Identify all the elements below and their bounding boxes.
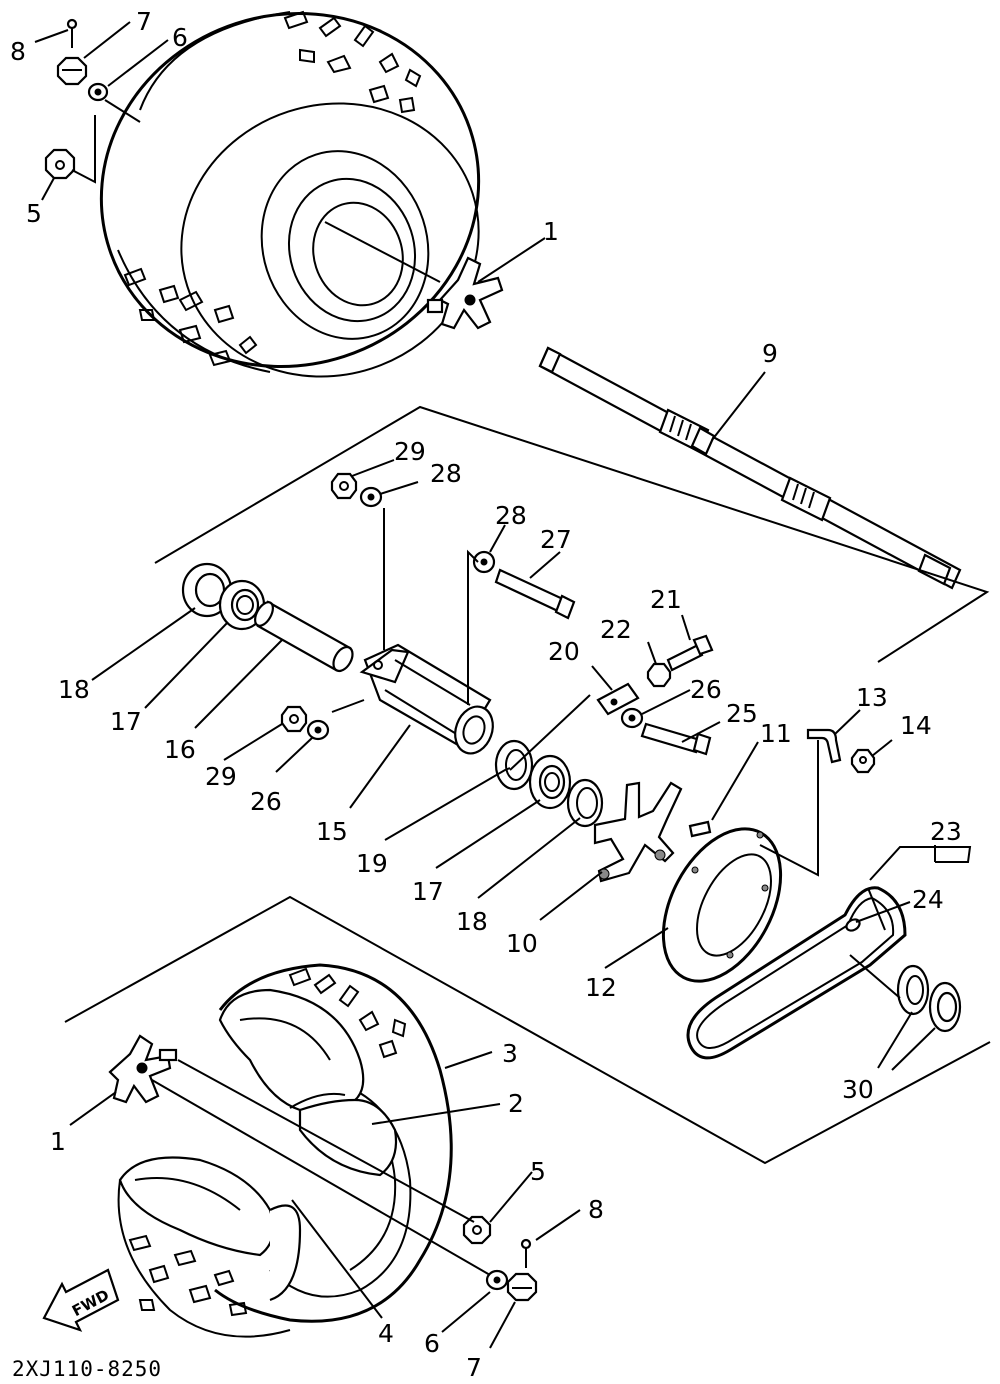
seal-18-mid (566, 778, 604, 828)
rim-half-inner (117, 1156, 302, 1338)
diagram-code: 2XJ110-8250 (12, 1357, 162, 1381)
callout-17-mid: 17 (412, 877, 444, 906)
left-bearing-17 (218, 579, 266, 631)
callout-5-bottom: 5 (530, 1157, 546, 1186)
callout-15: 15 (316, 817, 348, 846)
bearing-30-b (928, 981, 962, 1033)
chain-joint-24 (845, 918, 861, 932)
pipe-13 (806, 728, 842, 764)
top-hub (426, 256, 504, 330)
callout-18-mid: 18 (456, 907, 488, 936)
top-tire (99, 10, 481, 378)
callout-8-bottom: 8 (588, 1195, 604, 1224)
callout-7-top: 7 (136, 7, 152, 36)
top-castle-nut (56, 56, 88, 86)
top-washer (87, 82, 109, 102)
axle-housing-15 (359, 643, 494, 755)
leader-lines (34, 21, 972, 1349)
callout-28-top: 28 (430, 459, 462, 488)
center-assembly-frame (154, 405, 990, 663)
spacer-16 (254, 600, 354, 673)
callout-28-mid: 28 (495, 501, 527, 530)
nut-29-top (330, 472, 358, 500)
callout-27: 27 (540, 525, 572, 554)
bottom-assembly-frame (64, 895, 991, 1165)
nut-29-mid (280, 705, 308, 733)
callout-29-mid: 29 (205, 762, 237, 791)
top-lug-nut (44, 148, 76, 180)
bottom-castle-nut (506, 1272, 538, 1302)
bottom-washer (485, 1269, 509, 1291)
callout-6-bottom: 6 (424, 1329, 440, 1358)
bottom-hub (108, 1034, 178, 1104)
fwd-arrow-icon: FWD (42, 1268, 120, 1332)
bearing-30-a (896, 964, 930, 1016)
sprocket-hub-10 (593, 781, 683, 883)
callout-11: 11 (760, 719, 792, 748)
callout-24: 24 (912, 885, 944, 914)
bottom-cotter-pin (520, 1238, 532, 1268)
bearing-17-mid (528, 754, 572, 810)
callout-25: 25 (726, 699, 758, 728)
callout-1-bottom: 1 (50, 1127, 66, 1156)
nut-14 (850, 748, 876, 774)
washer-28-top (359, 486, 383, 508)
washer-26-left (306, 719, 330, 741)
washer-28-mid (472, 550, 496, 574)
callout-30: 30 (842, 1075, 874, 1104)
callout-1-top: 1 (543, 217, 559, 246)
callout-18-left: 18 (58, 675, 90, 704)
callout-16: 16 (164, 735, 196, 764)
callout-numbers: 8 7 6 5 1 9 29 28 28 27 21 22 20 26 25 1… (10, 7, 962, 1382)
bottom-tread-lugs (288, 967, 407, 1059)
callout-12: 12 (585, 973, 617, 1002)
callout-14: 14 (900, 711, 932, 740)
callout-4: 4 (378, 1319, 394, 1348)
tread-lugs-bottom (123, 267, 258, 367)
nut-22 (646, 662, 672, 688)
callout-13: 13 (856, 683, 888, 712)
callout-23: 23 (930, 817, 962, 846)
bottom-lug-nut (462, 1215, 492, 1245)
bolt-25 (640, 722, 712, 756)
callout-21: 21 (650, 585, 682, 614)
callout-22: 22 (600, 615, 632, 644)
callout-17-left: 17 (110, 707, 142, 736)
callout-26-right: 26 (690, 675, 722, 704)
callout-20: 20 (548, 637, 580, 666)
callout-19: 19 (356, 849, 388, 878)
callout-2: 2 (508, 1089, 524, 1118)
callout-9: 9 (762, 339, 778, 368)
bottom-left-lugs (128, 1234, 248, 1317)
callout-5-top: 5 (26, 199, 42, 228)
bolt-21 (666, 634, 714, 672)
callout-7-bottom: 7 (466, 1353, 482, 1382)
bolt-27 (494, 568, 576, 620)
top-cotter-pin (66, 18, 78, 48)
chain-23 (686, 886, 907, 1060)
callout-6-top: 6 (172, 23, 188, 52)
washer-26-right (620, 707, 644, 729)
rear-axle (538, 346, 962, 590)
rim-half-outer (218, 988, 398, 1177)
callout-3: 3 (502, 1039, 518, 1068)
callout-8-top: 8 (10, 37, 26, 66)
sprocket-12 (661, 827, 783, 983)
callout-26-left: 26 (250, 787, 282, 816)
adjuster-20 (596, 682, 640, 716)
stud-11 (688, 820, 712, 838)
tread-lugs-top (283, 10, 422, 114)
callout-29-top: 29 (394, 437, 426, 466)
callout-10: 10 (506, 929, 538, 958)
